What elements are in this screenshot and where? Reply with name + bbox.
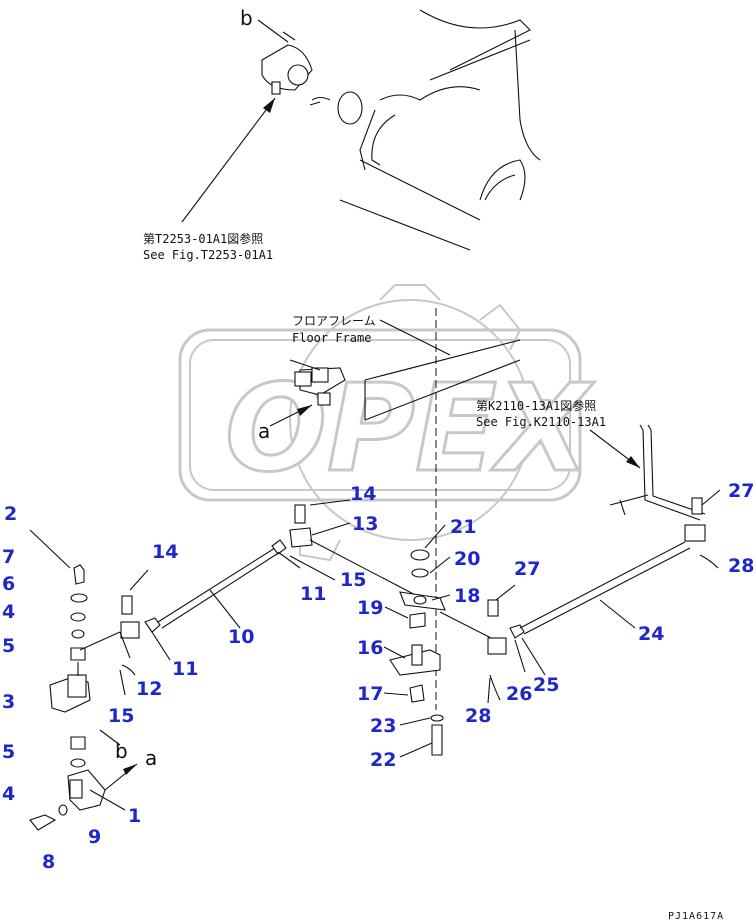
part-number-14: 14 — [152, 541, 178, 563]
part-b-clamp — [261, 31, 313, 95]
part-number-11-center: 11 — [300, 583, 326, 605]
part-number-25: 25 — [533, 674, 559, 696]
part-number-1: 1 — [128, 805, 141, 827]
letter-a-mid: a — [258, 419, 270, 443]
arrowhead-ref-t2253 — [263, 98, 275, 113]
leader-lines — [29, 489, 721, 811]
watermark-frame-inner — [189, 339, 571, 491]
part-number-7: 7 — [2, 546, 15, 568]
letter-a-low: a — [145, 746, 157, 770]
part-number-26: 26 — [506, 683, 532, 705]
part-number-2: 2 — [4, 503, 17, 525]
part-number-15-center: 15 — [340, 569, 366, 591]
left-assembly — [29, 539, 287, 831]
part-number-4-lower: 4 — [2, 783, 15, 805]
part-numbers: 2 7 6 4 5 3 5 4 8 9 1 14 12 11 15 10 14 … — [2, 480, 754, 873]
part-number-14-upper: 14 — [350, 483, 376, 505]
part-number-27-center: 27 — [514, 558, 540, 580]
part-number-28: 28 — [728, 555, 754, 577]
part-number-5-lower: 5 — [2, 741, 15, 763]
part-number-15: 15 — [108, 705, 134, 727]
part-number-19: 19 — [357, 597, 383, 619]
letter-b-low: b — [115, 739, 128, 763]
part-number-6: 6 — [2, 573, 15, 595]
part-number-5: 5 — [2, 635, 15, 657]
machine-sketch — [309, 9, 541, 251]
part-number-9: 9 — [88, 826, 101, 848]
part-number-10: 10 — [228, 626, 254, 648]
watermark-gear — [289, 284, 557, 562]
arrowhead-a-mid — [297, 405, 312, 416]
part-number-4: 4 — [2, 601, 15, 623]
part-number-16: 16 — [357, 637, 383, 659]
watermark-frame-outer — [178, 328, 582, 502]
floor-frame-block — [289, 319, 521, 421]
part-number-8: 8 — [42, 851, 55, 873]
part-number-22: 22 — [370, 749, 396, 771]
letter-b-top: b — [240, 6, 253, 30]
part-number-27: 27 — [728, 480, 754, 502]
ref-t2253-jp: 第T2253-01A1図参照 — [143, 231, 263, 246]
arrow-ref-t2253 — [181, 97, 276, 223]
leader-b-top — [257, 19, 289, 43]
part-number-24: 24 — [638, 623, 664, 645]
part-number-17: 17 — [357, 683, 383, 705]
part-number-21: 21 — [450, 516, 476, 538]
ref-k2110-jp: 第K2110-13A1図参照 — [476, 398, 596, 413]
part-number-11: 11 — [172, 658, 198, 680]
right-lever — [609, 424, 706, 521]
part-number-23: 23 — [370, 715, 396, 737]
part-number-18: 18 — [454, 585, 480, 607]
part-number-3: 3 — [2, 691, 15, 713]
ref-k2110-en: See Fig.K2110-13A1 — [476, 415, 606, 429]
watermark: OPEX — [178, 284, 596, 562]
part-number-12: 12 — [136, 678, 162, 700]
drawing-code: PJ1A617A — [668, 911, 724, 922]
watermark-text: OPEX — [225, 360, 595, 499]
floor-frame-en: Floor Frame — [292, 331, 371, 345]
floor-frame-jp: フロアフレーム — [292, 314, 376, 328]
ref-t2253-en: See Fig.T2253-01A1 — [143, 248, 273, 262]
center-assembly — [121, 497, 719, 756]
arrowhead-ref-k2110 — [626, 456, 640, 468]
part-number-13: 13 — [352, 513, 378, 535]
part-number-28-lower: 28 — [465, 705, 491, 727]
part-number-20: 20 — [454, 548, 480, 570]
